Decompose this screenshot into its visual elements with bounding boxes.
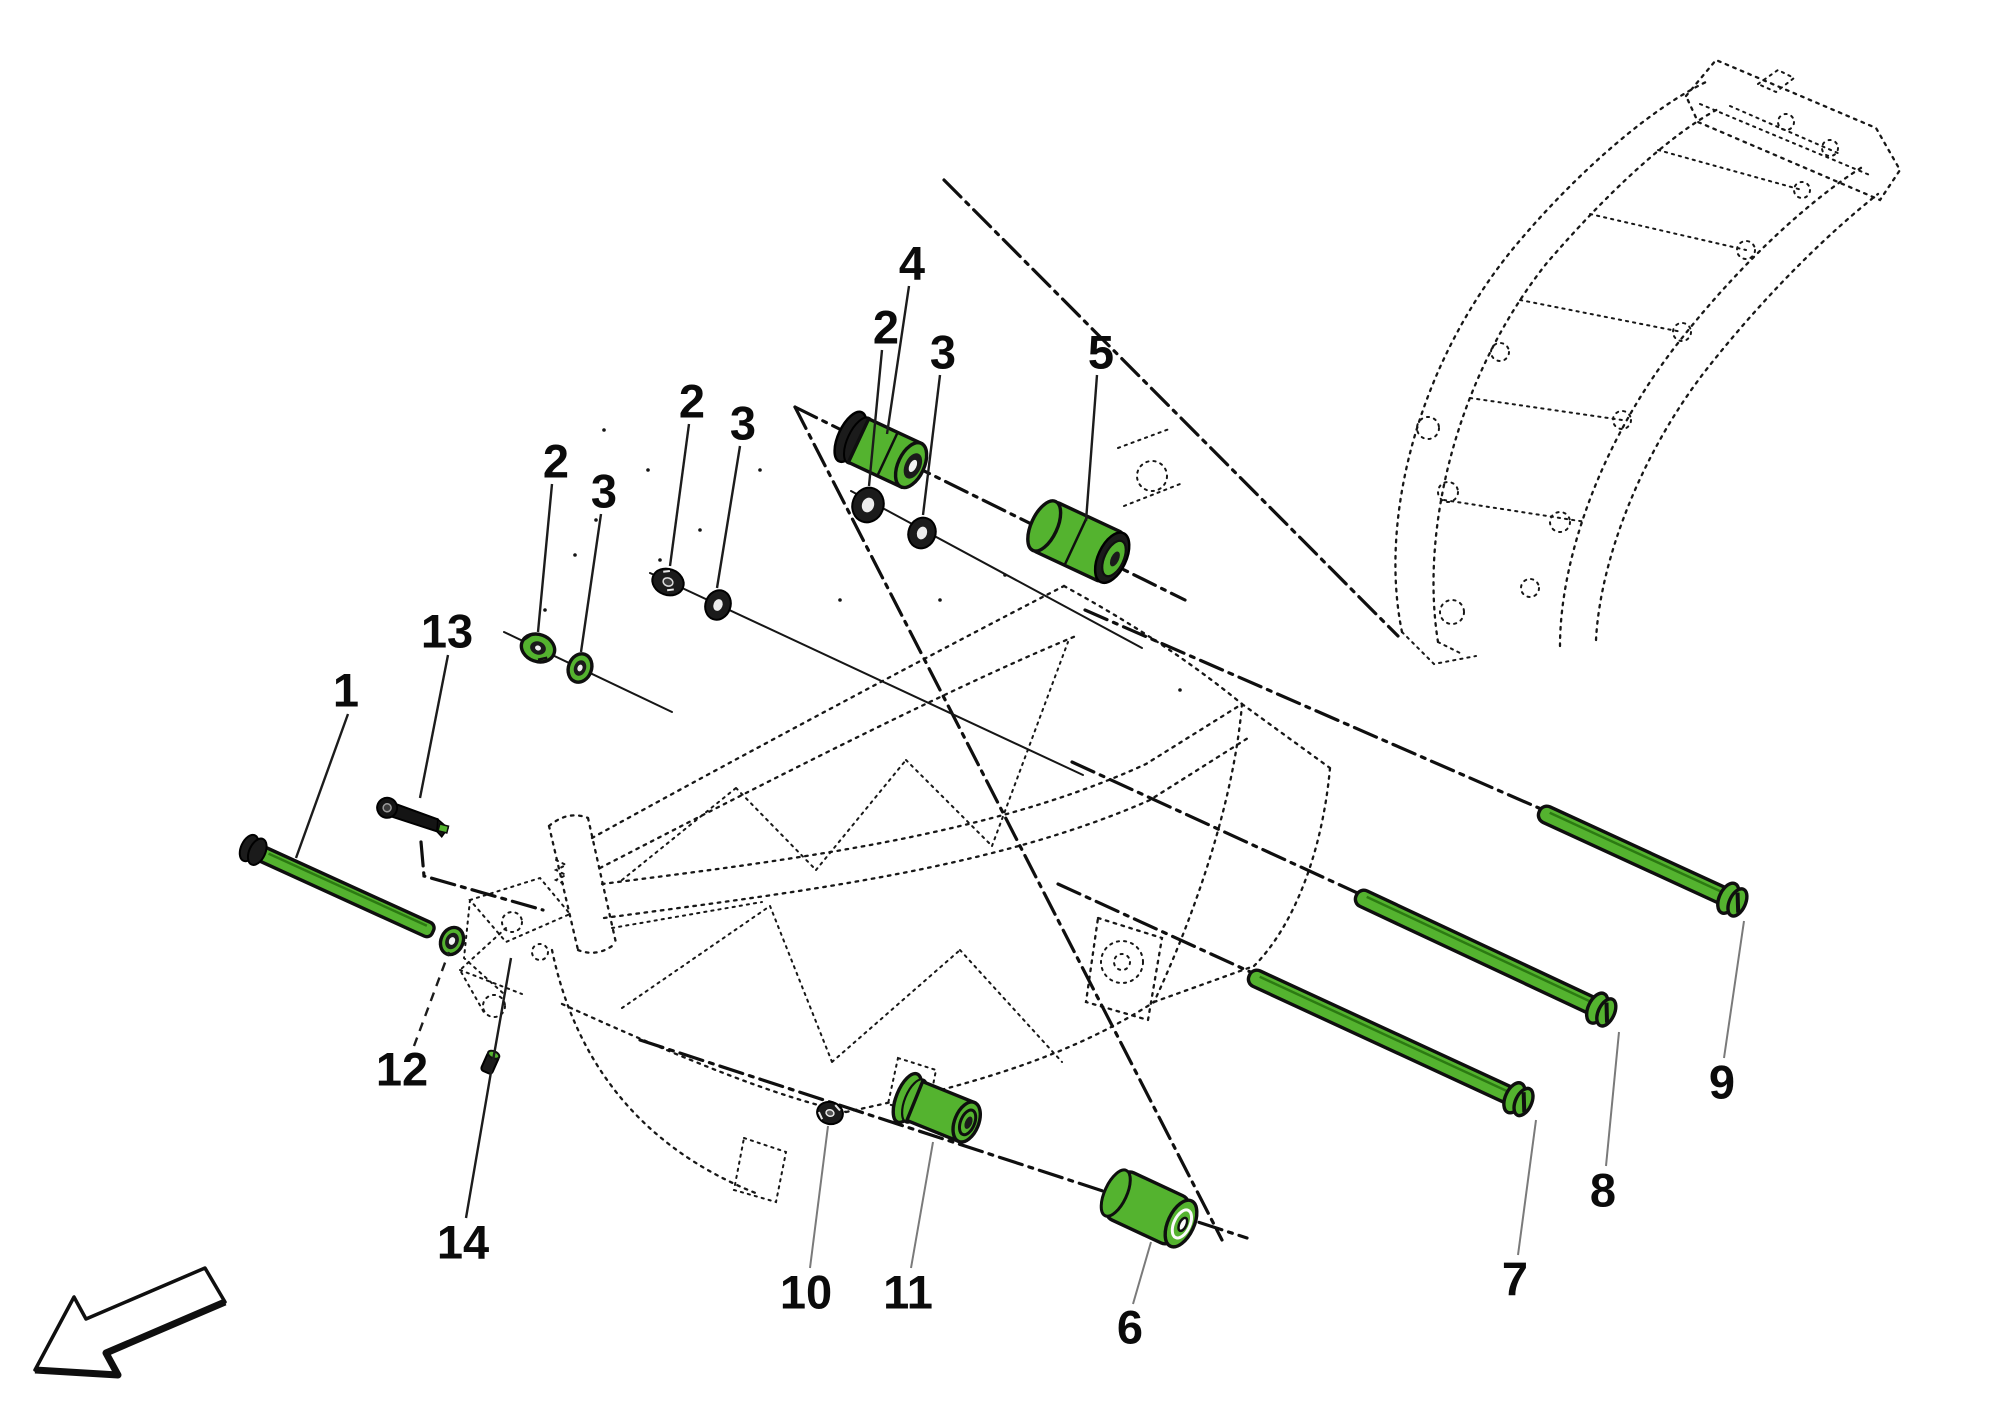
axis-diagonal-long xyxy=(793,405,1224,1242)
callout-label-14-11[interactable]: 14 xyxy=(437,1216,489,1269)
rear-subframe-outline xyxy=(1394,58,1902,666)
callout-label-13-1[interactable]: 13 xyxy=(421,605,473,658)
callout-label-9-17[interactable]: 9 xyxy=(1709,1056,1735,1109)
callout-leader-9-17 xyxy=(1723,920,1745,1059)
callout-leader-7-15 xyxy=(1517,1119,1537,1256)
assembly-centerlines xyxy=(419,178,1550,1242)
part-7-bolt[interactable] xyxy=(1243,961,1538,1120)
callout-leader-2-2 xyxy=(536,483,554,633)
callout-leader-12-10 xyxy=(412,951,451,1047)
axis-bolt-9 xyxy=(1083,608,1550,814)
callout-label-2-4[interactable]: 2 xyxy=(679,375,705,428)
part-13-lever-bracket[interactable] xyxy=(374,796,452,839)
direction-arrow xyxy=(33,1266,227,1379)
main-frame-outline xyxy=(458,427,1332,1204)
part-2-washer-dark-upper[interactable] xyxy=(847,483,888,526)
callout-label-8-16[interactable]: 8 xyxy=(1590,1164,1616,1217)
part-4-bushing[interactable] xyxy=(828,407,934,495)
part-2-nut-dark[interactable] xyxy=(649,564,688,599)
part-5-bushing[interactable] xyxy=(1021,496,1136,588)
part-1-pivot-bolt[interactable] xyxy=(236,832,439,945)
callout-leader-3-3 xyxy=(579,513,603,653)
callout-leader-3-8 xyxy=(921,374,942,516)
callout-leader-8-16 xyxy=(1605,1031,1620,1167)
callout-leader-11-13 xyxy=(910,1141,934,1269)
part-9-bolt[interactable] xyxy=(1533,797,1752,921)
part-3-washer-dark[interactable] xyxy=(701,587,735,624)
callout-label-4-7[interactable]: 4 xyxy=(899,237,925,290)
callout-label-6-14[interactable]: 6 xyxy=(1117,1301,1143,1354)
callout-leader-2-6 xyxy=(867,349,884,487)
callout-label-3-5[interactable]: 3 xyxy=(730,397,756,450)
axis-bolt-8 xyxy=(1070,760,1366,898)
part-10-nut[interactable] xyxy=(815,1099,846,1127)
callout-leader-4-7 xyxy=(885,285,911,435)
callout-label-2-6[interactable]: 2 xyxy=(873,301,899,354)
part-3-washer-dark-upper[interactable] xyxy=(904,514,940,552)
callout-leader-6-14 xyxy=(1132,1241,1152,1305)
axis-subframe-mount xyxy=(942,178,1400,638)
part-12-washer[interactable] xyxy=(436,924,467,959)
callout-leader-5-9 xyxy=(1084,374,1099,522)
callout-leader-3-5 xyxy=(715,445,742,589)
callout-leader-10-12 xyxy=(809,1125,829,1269)
callout-label-5-9[interactable]: 5 xyxy=(1088,326,1114,379)
callout-label-11-13[interactable]: 11 xyxy=(883,1266,933,1319)
part-8-bolt[interactable] xyxy=(1350,881,1621,1030)
part-3-washer-green[interactable] xyxy=(564,650,596,685)
callout-label-10-12[interactable]: 10 xyxy=(780,1266,832,1319)
axis-washers-2a-3a xyxy=(850,490,1143,649)
axis-bolt-7 xyxy=(1056,882,1259,977)
callout-leader-1-0 xyxy=(294,713,350,859)
callout-label-1-0[interactable]: 1 xyxy=(333,664,359,717)
callout-leader-2-4 xyxy=(668,423,691,567)
axis-spacer-10-11-6 xyxy=(638,1038,1249,1240)
callout-label-2-2[interactable]: 2 xyxy=(543,435,569,488)
callout-label-3-3[interactable]: 3 xyxy=(591,465,617,518)
callout-label-3-8[interactable]: 3 xyxy=(930,326,956,379)
part-2-nut-green[interactable] xyxy=(517,629,558,666)
callout-leader-14-11 xyxy=(464,957,513,1219)
part-6-spacer[interactable] xyxy=(1095,1165,1204,1253)
callout-label-12-10[interactable]: 12 xyxy=(376,1043,428,1096)
callout-leader-13-1 xyxy=(418,654,450,799)
axis-lever-13 xyxy=(419,840,545,912)
callout-label-7-15[interactable]: 7 xyxy=(1502,1253,1528,1306)
part-11-bushing[interactable] xyxy=(887,1070,987,1151)
